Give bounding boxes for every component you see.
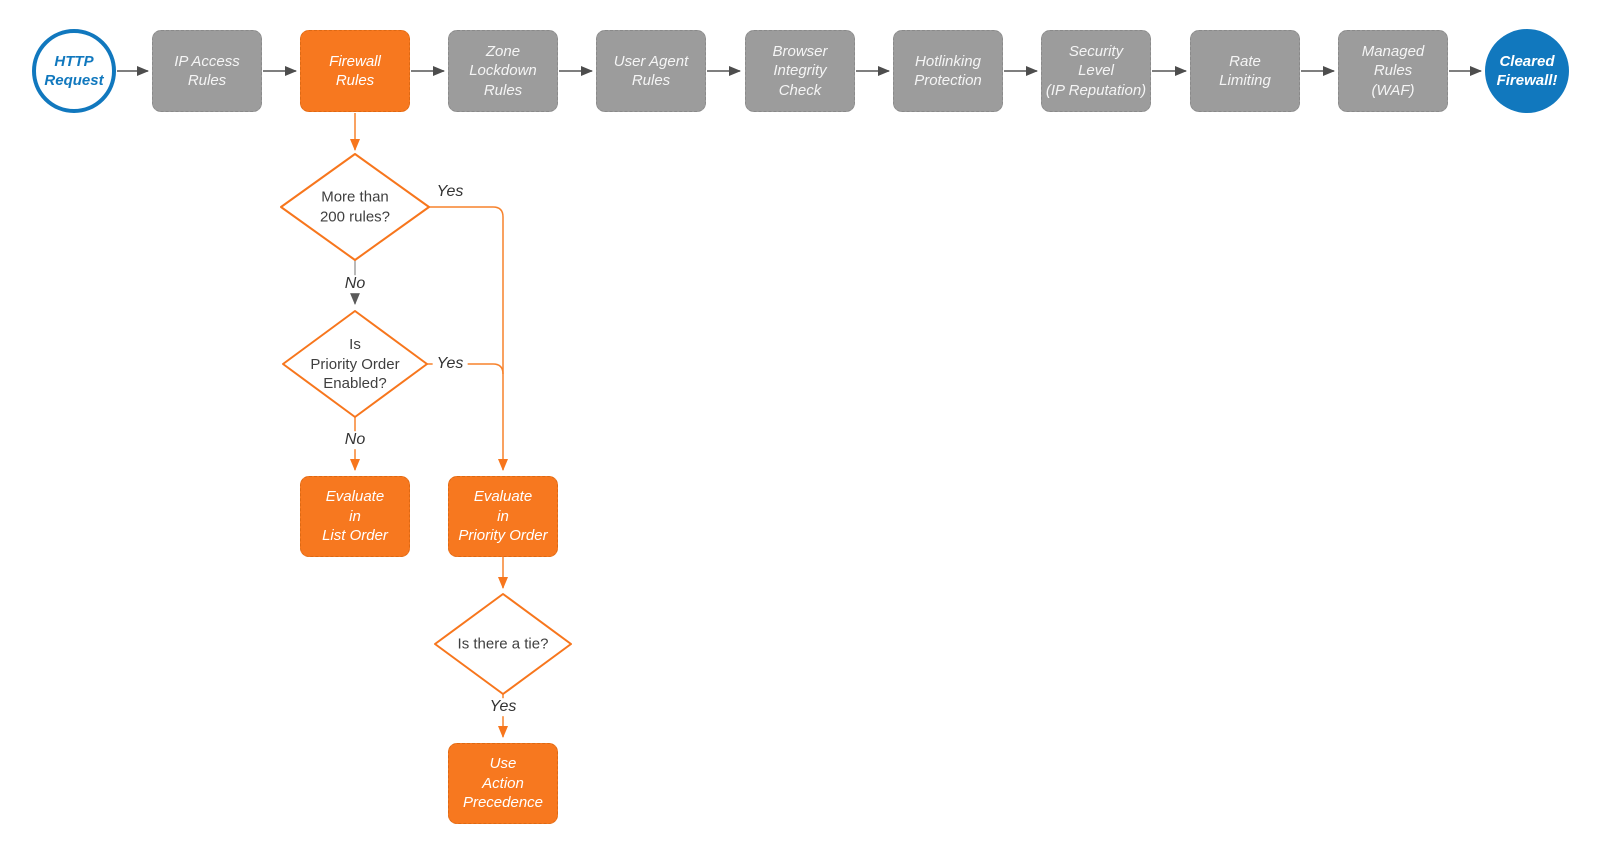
edge-label-rules-count-no: No xyxy=(340,275,370,293)
node-label: Zone Lockdown Rules xyxy=(469,42,537,99)
node-label: Use Action Precedence xyxy=(462,755,544,812)
end-node-label: Cleared Firewall! xyxy=(1496,52,1558,90)
pipeline-node-ip-access-rules: IP Access Rules xyxy=(152,30,262,112)
node-label: Managed Rules (WAF) xyxy=(1361,42,1425,99)
edge-label-priority-enabled-yes: Yes xyxy=(432,355,468,373)
node-label: User Agent Rules xyxy=(613,52,689,90)
arrow-rules-count-yes-to-priority-order-box xyxy=(429,206,508,471)
decision-rules-count-shape xyxy=(280,153,430,261)
start-node-label: HTTP Request xyxy=(44,52,104,90)
start-node-http-request: HTTP Request xyxy=(32,29,116,113)
outcome-node-evaluate-priority-order: Evaluate in Priority Order xyxy=(448,476,558,557)
decision-tie-shape xyxy=(434,593,572,695)
node-label: Hotlinking Protection xyxy=(914,52,982,90)
outcome-node-use-action-precedence: Use Action Precedence xyxy=(448,743,558,824)
node-label: Firewall Rules xyxy=(329,52,381,90)
pipeline-node-zone-lockdown: Zone Lockdown Rules xyxy=(448,30,558,112)
arrow-priority-enabled-yes-merge xyxy=(427,363,504,375)
node-label: Evaluate in Priority Order xyxy=(458,488,548,545)
pipeline-node-browser-integrity: Browser Integrity Check xyxy=(745,30,855,112)
decision-tie-label: Is there a tie? xyxy=(457,635,549,653)
edge-label-tie-yes: Yes xyxy=(485,698,521,716)
decision-rules-count-label: More than 200 rules? xyxy=(319,188,391,226)
node-label: Browser Integrity Check xyxy=(772,42,828,99)
end-node-cleared-firewall: Cleared Firewall! xyxy=(1485,29,1569,113)
edge-label-priority-enabled-no: No xyxy=(340,431,370,449)
node-label: Rate Limiting xyxy=(1219,52,1271,90)
pipeline-node-hotlinking: Hotlinking Protection xyxy=(893,30,1003,112)
pipeline-node-managed-rules-waf: Managed Rules (WAF) xyxy=(1338,30,1448,112)
decision-priority-enabled-label: Is Priority Order Enabled? xyxy=(310,335,400,392)
pipeline-node-user-agent-rules: User Agent Rules xyxy=(596,30,706,112)
node-label: IP Access Rules xyxy=(174,52,240,90)
pipeline-node-rate-limiting: Rate Limiting xyxy=(1190,30,1300,112)
node-label: Evaluate in List Order xyxy=(322,488,388,545)
node-label: Security Level (IP Reputation) xyxy=(1045,42,1147,99)
decision-priority-enabled-shape xyxy=(282,310,428,418)
pipeline-node-security-level: Security Level (IP Reputation) xyxy=(1041,30,1151,112)
edge-label-rules-count-yes: Yes xyxy=(432,183,468,201)
pipeline-node-firewall-rules: Firewall Rules xyxy=(300,30,410,112)
outcome-node-evaluate-list-order: Evaluate in List Order xyxy=(300,476,410,557)
